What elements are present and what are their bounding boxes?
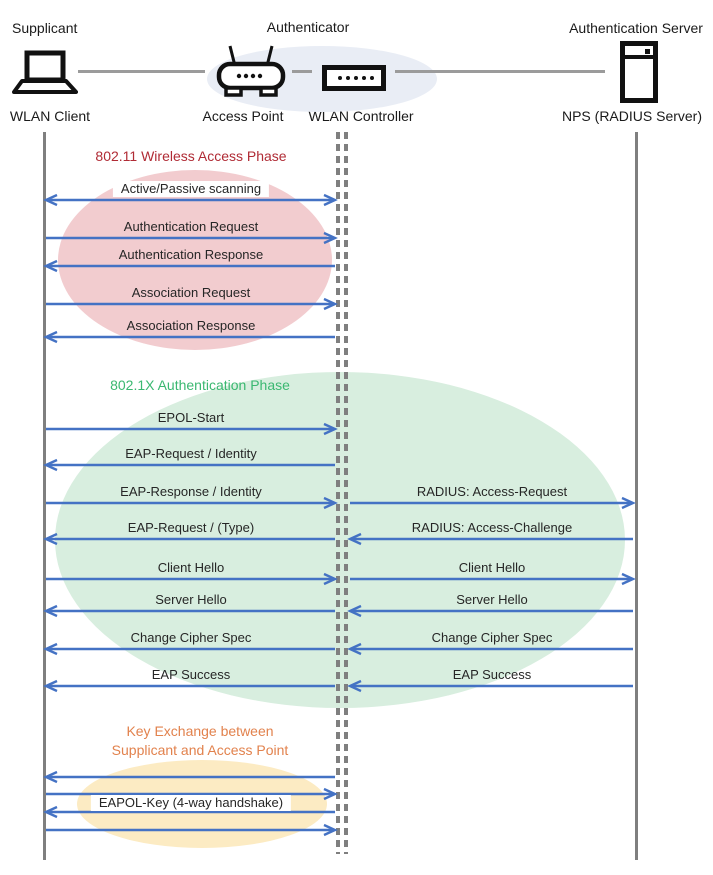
- message-arrow-change-cipher-spec: [43, 642, 335, 656]
- message-arrow-association-response: [43, 330, 335, 344]
- lifeline-wlan-client: [43, 132, 46, 860]
- message-arrow-radius-access-challenge: [347, 532, 633, 546]
- phase-title-key-exchange: Key Exchange between Supplicant and Acce…: [111, 723, 289, 758]
- message-arrow-server-hello: [347, 604, 633, 618]
- message-arrow-association-request: [46, 297, 338, 311]
- message-arrow-eap-request-identity: [43, 458, 335, 472]
- lifeline-nps-server: [635, 132, 638, 860]
- message-arrow-client-hello: [46, 572, 338, 586]
- connector-client-ap: [78, 70, 205, 73]
- message-arrow-epol-start: [46, 422, 338, 436]
- role-label-authenticator: Authenticator: [266, 19, 350, 35]
- device-label-nps-radius-server: NPS (RADIUS Server): [561, 108, 703, 124]
- server-icon: [620, 41, 658, 103]
- message-arrow-eap-response-identity: [46, 496, 338, 510]
- message-arrow-client-hello: [350, 572, 636, 586]
- message-arrow-radius-access-request: [350, 496, 636, 510]
- device-label-wlan-client: WLAN Client: [9, 108, 91, 124]
- message-arrow-unlabeled: [46, 787, 338, 801]
- laptop-icon: [12, 50, 78, 94]
- message-arrow-eapol-key-4-way-handshake: [43, 805, 335, 819]
- message-arrow-authentication-request: [46, 231, 338, 245]
- role-label-supplicant: Supplicant: [12, 20, 78, 36]
- message-arrow-active-passive-scanning: [43, 193, 338, 207]
- wlan-controller-icon: [322, 65, 386, 91]
- phase-title-wireless-access: 802.11 Wireless Access Phase: [95, 148, 287, 164]
- connector-controller-server: [395, 70, 605, 73]
- message-arrow-server-hello: [43, 604, 335, 618]
- message-arrow-eap-request-type: [43, 532, 335, 546]
- lifeline-wlan-controller-dash-1: [336, 132, 340, 854]
- message-arrow-eap-success: [43, 679, 335, 693]
- device-label-access-point: Access Point: [202, 108, 284, 124]
- role-label-authentication-server: Authentication Server: [569, 20, 703, 36]
- lifeline-wlan-controller-dash-2: [344, 132, 348, 854]
- message-arrow-change-cipher-spec: [347, 642, 633, 656]
- phase-title-authentication: 802.1X Authentication Phase: [110, 377, 290, 393]
- access-point-icon: [216, 45, 286, 97]
- message-arrow-authentication-response: [43, 259, 335, 273]
- connector-ap-controller: [292, 70, 312, 73]
- message-arrow-unlabeled: [43, 770, 335, 784]
- device-label-wlan-controller: WLAN Controller: [308, 108, 414, 124]
- message-arrow-eap-success: [347, 679, 633, 693]
- message-arrow-unlabeled: [46, 823, 338, 837]
